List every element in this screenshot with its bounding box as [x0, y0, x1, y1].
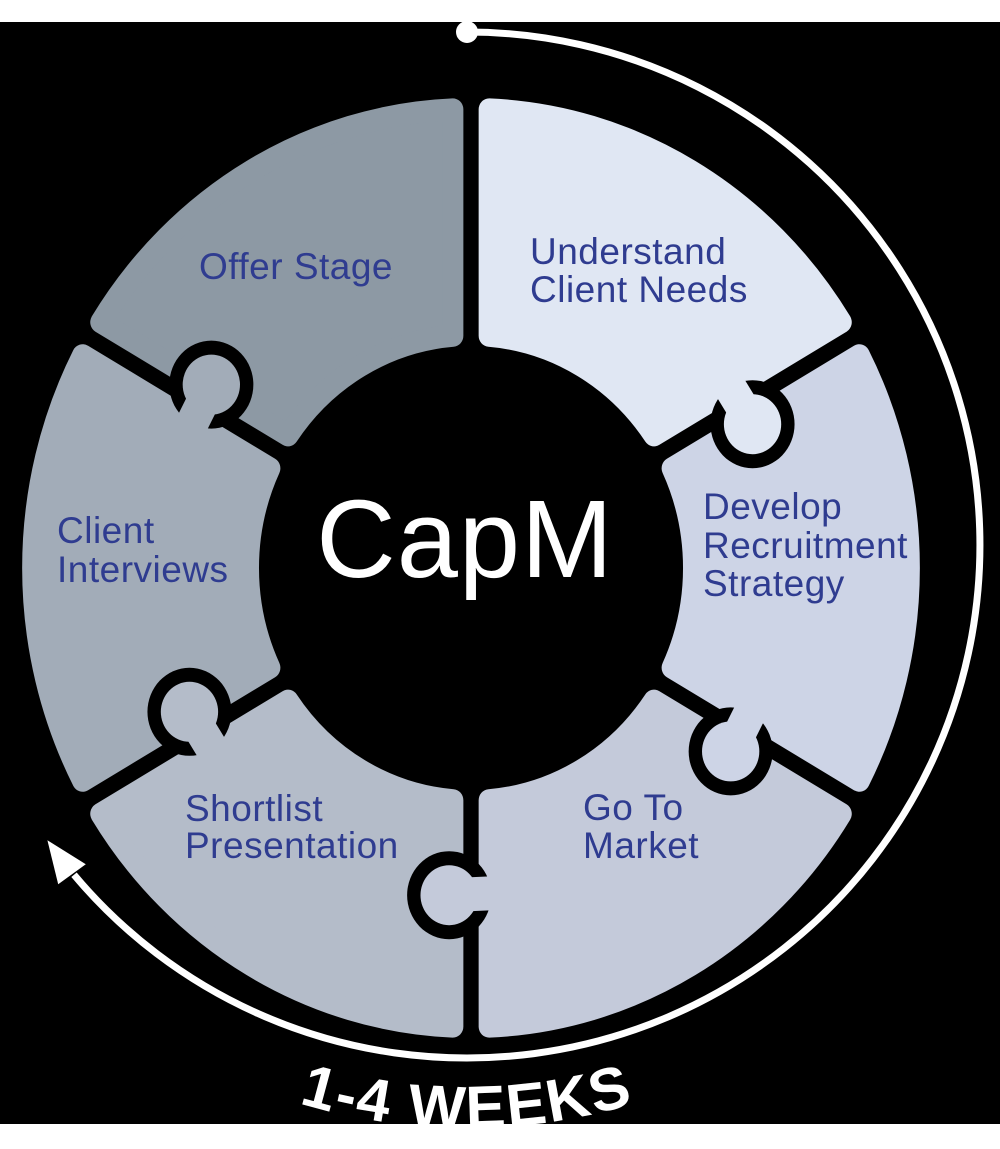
puzzle-knob-understand-client-needs [698, 344, 795, 469]
cycle-arrow [47, 22, 984, 1062]
puzzle-knob-develop-recruitment-strategy [688, 668, 780, 796]
cycle-arrow-arc [71, 28, 984, 1062]
cycle-arrow-head [47, 840, 86, 885]
puzzle-knob-go-to-market [407, 851, 537, 940]
puzzle-knob-shortlist-presentation [147, 667, 244, 792]
center-brand-text: CapM [316, 478, 613, 601]
puzzle-piece-understand-client-needs [478, 98, 852, 447]
puzzle-piece-shortlist-presentation [90, 689, 464, 1038]
puzzle-knob-client-interviews [162, 340, 254, 468]
stage-label-offer-stage: Offer Stage [199, 246, 393, 287]
puzzle-ring [22, 98, 920, 1038]
